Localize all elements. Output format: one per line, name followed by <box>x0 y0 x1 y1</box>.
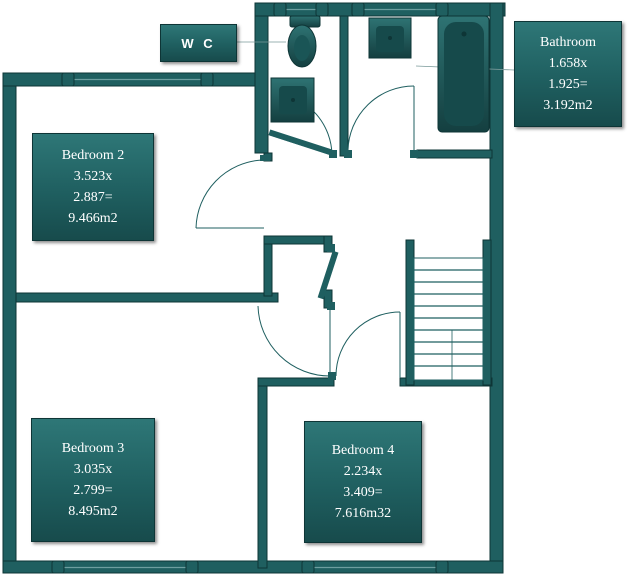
wall-wc-bath-divider <box>339 15 349 157</box>
bathroom-name: Bathroom <box>540 35 596 50</box>
bedroom3-name: Bedroom 3 <box>61 441 125 456</box>
wall-bottom-outer <box>2 560 504 574</box>
bathroom-area: 3.192m2 <box>543 98 593 113</box>
wall-right-outer <box>489 2 504 574</box>
bedroom3-area: 8.495m2 <box>68 504 118 519</box>
room-label-bedroom4: Bedroom 4 2.234x 3.409= 7.616m32 <box>304 421 422 543</box>
stair-treads <box>414 269 483 367</box>
wall-landing-cupboard-top <box>263 235 333 245</box>
door-arc-bedroom4 <box>335 311 401 377</box>
wall-bed4-top-left <box>257 377 335 387</box>
bathroom-dim2: 1.925= <box>548 77 588 92</box>
room-label-bedroom2: Bedroom 2 3.523x 2.887= 9.466m2 <box>32 133 154 241</box>
door-cupboard-leaf <box>317 250 339 300</box>
bedroom4-name: Bedroom 4 <box>331 443 395 458</box>
window-caps <box>51 2 449 574</box>
bedroom4-dim2: 3.409= <box>343 485 383 500</box>
door-arc-bedroom2 <box>195 159 263 229</box>
toilet-icon <box>287 15 321 68</box>
wall-wc-left <box>254 2 269 154</box>
wall-stair-left <box>405 239 415 386</box>
wall-bed2-right-lower <box>263 235 273 297</box>
basin-icon <box>270 77 315 123</box>
wall-between-bed2-bed3 <box>15 292 279 303</box>
wall-left-outer <box>2 72 17 574</box>
bathtub-icon <box>437 15 490 133</box>
room-label-bathroom: Bathroom 1.658x 1.925= 3.192m2 <box>514 21 622 127</box>
bedroom3-dim2: 2.799= <box>73 483 113 498</box>
bedroom2-area: 9.466m2 <box>68 211 118 226</box>
staircase <box>413 257 484 382</box>
door-stops <box>260 150 418 380</box>
bedroom2-dim1: 3.523x <box>73 169 113 184</box>
wall-stair-right <box>482 239 492 386</box>
bedroom4-area: 7.616m32 <box>334 506 392 521</box>
bedroom3-dim1: 3.035x <box>73 462 113 477</box>
bedroom2-name: Bedroom 2 <box>61 148 125 163</box>
door-arc-bedroom3 <box>257 305 331 377</box>
bedroom4-dim1: 2.234x <box>343 464 383 479</box>
bath-basin-icon <box>368 17 412 59</box>
bathroom-dim1: 1.658x <box>548 56 588 71</box>
windows <box>60 8 440 569</box>
door-arc-bathroom <box>347 85 415 151</box>
wall-bed4-left <box>257 377 268 569</box>
room-label-wc: W C <box>160 24 237 62</box>
wall-bath-bottom <box>416 149 493 159</box>
room-label-bedroom3: Bedroom 3 3.035x 2.799= 8.495m2 <box>31 418 155 542</box>
wc-name: W C <box>181 35 216 51</box>
doors <box>195 85 415 378</box>
bedroom2-dim2: 2.887= <box>73 190 113 205</box>
